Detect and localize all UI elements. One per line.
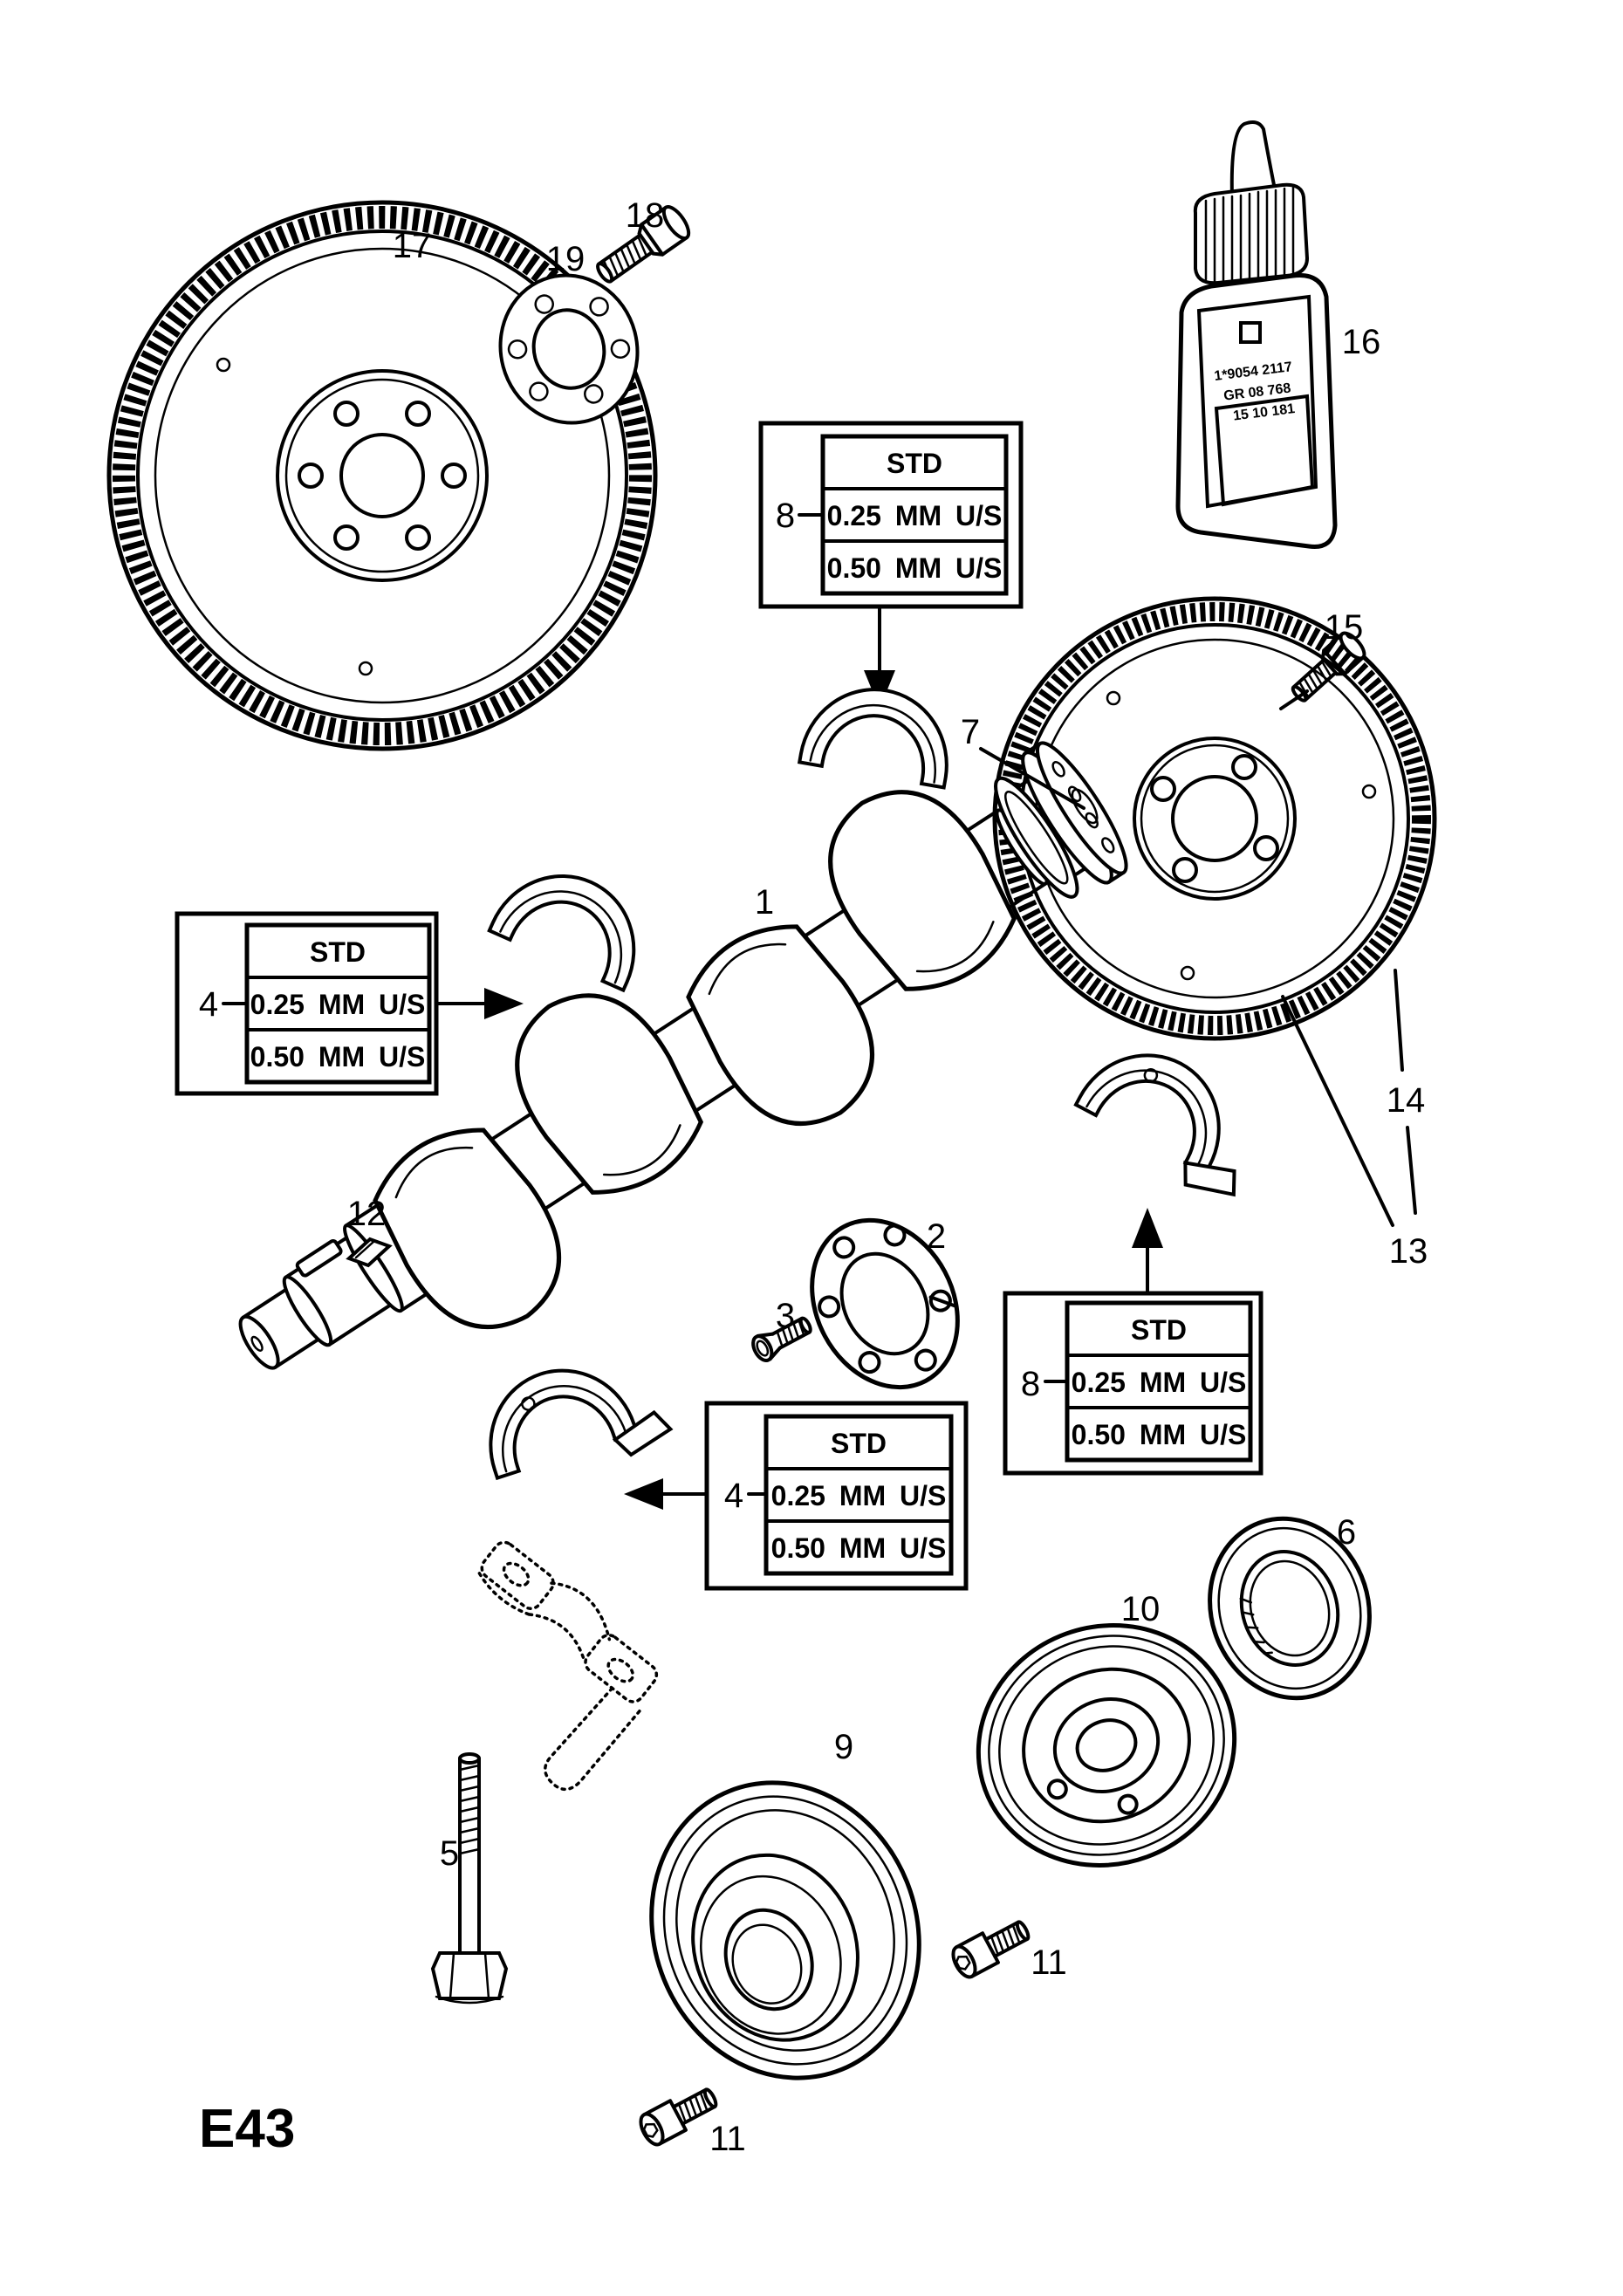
table-row-025: 0.25 MM U/S bbox=[827, 500, 1003, 531]
table-row-025: 0.25 MM U/S bbox=[1072, 1367, 1247, 1398]
callout-12: 12 bbox=[347, 1195, 387, 1233]
crank-web bbox=[515, 993, 704, 1195]
crankshaft-pulley-9 bbox=[649, 1780, 921, 2080]
main-bearing-shell-upper bbox=[797, 688, 948, 790]
bottle-body bbox=[1175, 273, 1338, 549]
undersize-table-4-lower: STD 0.25 MM U/S 0.50 MM U/S 4 bbox=[624, 1401, 969, 1591]
bearing-cap-bracket bbox=[477, 1540, 659, 1792]
undersize-table-8-top: STD 0.25 MM U/S 0.50 MM U/S 8 bbox=[758, 421, 1024, 709]
undersize-table-4-left: STD 0.25 MM U/S 0.50 MM U/S 4 bbox=[175, 911, 524, 1096]
table-row-050: 0.50 MM U/S bbox=[827, 552, 1003, 584]
flywheel-bolt-15 bbox=[1291, 631, 1366, 703]
callout-18: 18 bbox=[626, 196, 665, 235]
leader-line-7 bbox=[979, 747, 1085, 810]
callout-6: 6 bbox=[1337, 1513, 1356, 1552]
callout-19: 19 bbox=[546, 240, 586, 278]
main-bearing-shell-left bbox=[487, 874, 636, 993]
page-code: E43 bbox=[199, 2099, 295, 2159]
main-bearing-shell-lower bbox=[489, 1368, 674, 1481]
callout-4-left: 4 bbox=[199, 985, 218, 1024]
table-row-025: 0.25 MM U/S bbox=[771, 1480, 947, 1511]
undersize-table-8-mid: STD 0.25 MM U/S 0.50 MM U/S 8 bbox=[1003, 1208, 1263, 1476]
callout-5: 5 bbox=[440, 1834, 459, 1873]
pulley-bolt-11-bottom bbox=[639, 2087, 718, 2147]
table-row-050: 0.50 MM U/S bbox=[771, 1532, 947, 1564]
table-row-050: 0.50 MM U/S bbox=[1072, 1419, 1247, 1450]
callout-15: 15 bbox=[1325, 608, 1364, 647]
bottle-cap bbox=[1193, 182, 1310, 285]
bearing-cap-bolt-5 bbox=[430, 1752, 509, 2005]
leader-line-13b bbox=[1406, 1126, 1417, 1215]
pulley-bolt-11-right bbox=[951, 1920, 1031, 1979]
callout-17: 17 bbox=[393, 227, 432, 265]
callout-1: 1 bbox=[755, 883, 774, 922]
callout-4-lower: 4 bbox=[724, 1477, 743, 1515]
crank-web bbox=[373, 1127, 562, 1330]
flywheel-13-ring-gear-14 bbox=[992, 596, 1437, 1041]
bottle-label-outline bbox=[1196, 294, 1318, 509]
woodruff-key-12 bbox=[346, 1237, 393, 1268]
callout-2: 2 bbox=[927, 1217, 946, 1256]
oil-seal-6 bbox=[1208, 1516, 1372, 1701]
callout-3: 3 bbox=[776, 1297, 795, 1335]
callout-11-bottom: 11 bbox=[709, 2120, 746, 2158]
callout-8-mid: 8 bbox=[1021, 1365, 1040, 1403]
callout-8-top: 8 bbox=[776, 497, 795, 535]
callout-14: 14 bbox=[1387, 1081, 1426, 1120]
table-row-050: 0.50 MM U/S bbox=[250, 1041, 426, 1073]
table-row-025: 0.25 MM U/S bbox=[250, 989, 426, 1020]
crank-web bbox=[828, 790, 1017, 991]
callout-13: 13 bbox=[1389, 1232, 1428, 1271]
table-header: STD bbox=[831, 1428, 887, 1459]
leader-line-13a bbox=[1281, 995, 1394, 1227]
callout-16: 16 bbox=[1342, 323, 1381, 361]
flywheel-plate-19 bbox=[498, 273, 640, 425]
callout-9: 9 bbox=[834, 1728, 853, 1766]
table-header: STD bbox=[1131, 1314, 1187, 1346]
pulley-10 bbox=[976, 1623, 1237, 1868]
screw-3 bbox=[751, 1316, 812, 1362]
crankshaft-1 bbox=[238, 741, 1128, 1370]
sealing-compound-bottle-16: 1*9054 2117 GR 08 768 15 10 181 bbox=[1175, 120, 1338, 549]
flywheel-bolt-18 bbox=[596, 205, 691, 284]
table-header: STD bbox=[887, 448, 942, 479]
table-header: STD bbox=[310, 936, 366, 968]
callout-10: 10 bbox=[1121, 1590, 1161, 1628]
callout-7: 7 bbox=[961, 713, 980, 751]
crank-web bbox=[686, 924, 874, 1126]
thrust-bearing-shell bbox=[1073, 1053, 1236, 1197]
leader-line-14 bbox=[1394, 969, 1404, 1072]
thrust-flange-2 bbox=[810, 1217, 960, 1390]
callout-11-right: 11 bbox=[1031, 1943, 1067, 1982]
